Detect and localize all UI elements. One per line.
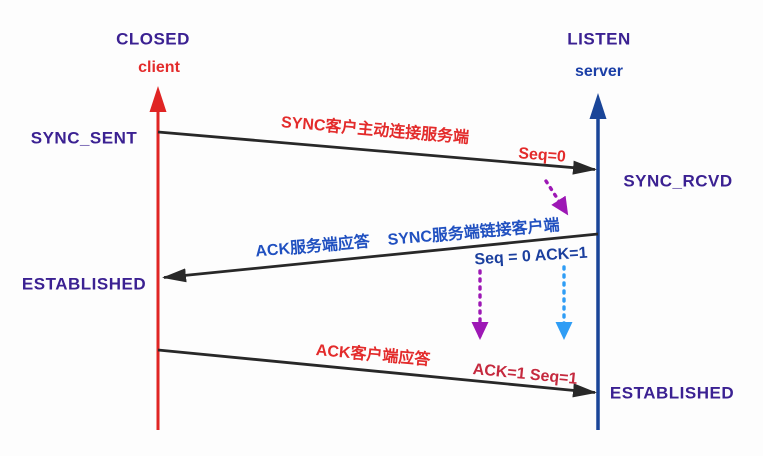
server-state-sync-rcvd: SYNC_RCVD	[623, 171, 733, 191]
client-top-state-label: CLOSED	[116, 29, 190, 49]
server-state-established: ESTABLISHED	[609, 383, 735, 403]
syn-ack-label-syn-part: SYNC服务端链接客户端	[386, 216, 561, 249]
syn-ack-message-arrow	[162, 232, 599, 283]
seq0-transition-dashed-arrow	[544, 179, 569, 216]
label-spacer	[370, 245, 388, 247]
syn-message-arrow	[157, 130, 597, 175]
server-lifeline-arrowhead-icon	[589, 93, 607, 119]
client-role-label: client	[138, 59, 180, 76]
client-lifeline-arrowhead-icon	[149, 86, 167, 112]
syn-ack-label-ack-part: ACK服务端应答	[254, 233, 371, 261]
client-state-sync-sent: SYNC_SENT	[30, 128, 138, 148]
server-role-label: server	[574, 63, 624, 80]
client-state-established: ESTABLISHED	[21, 274, 147, 294]
server-top-state-label: LISTEN	[567, 29, 631, 49]
ack-message-arrow	[157, 348, 597, 398]
